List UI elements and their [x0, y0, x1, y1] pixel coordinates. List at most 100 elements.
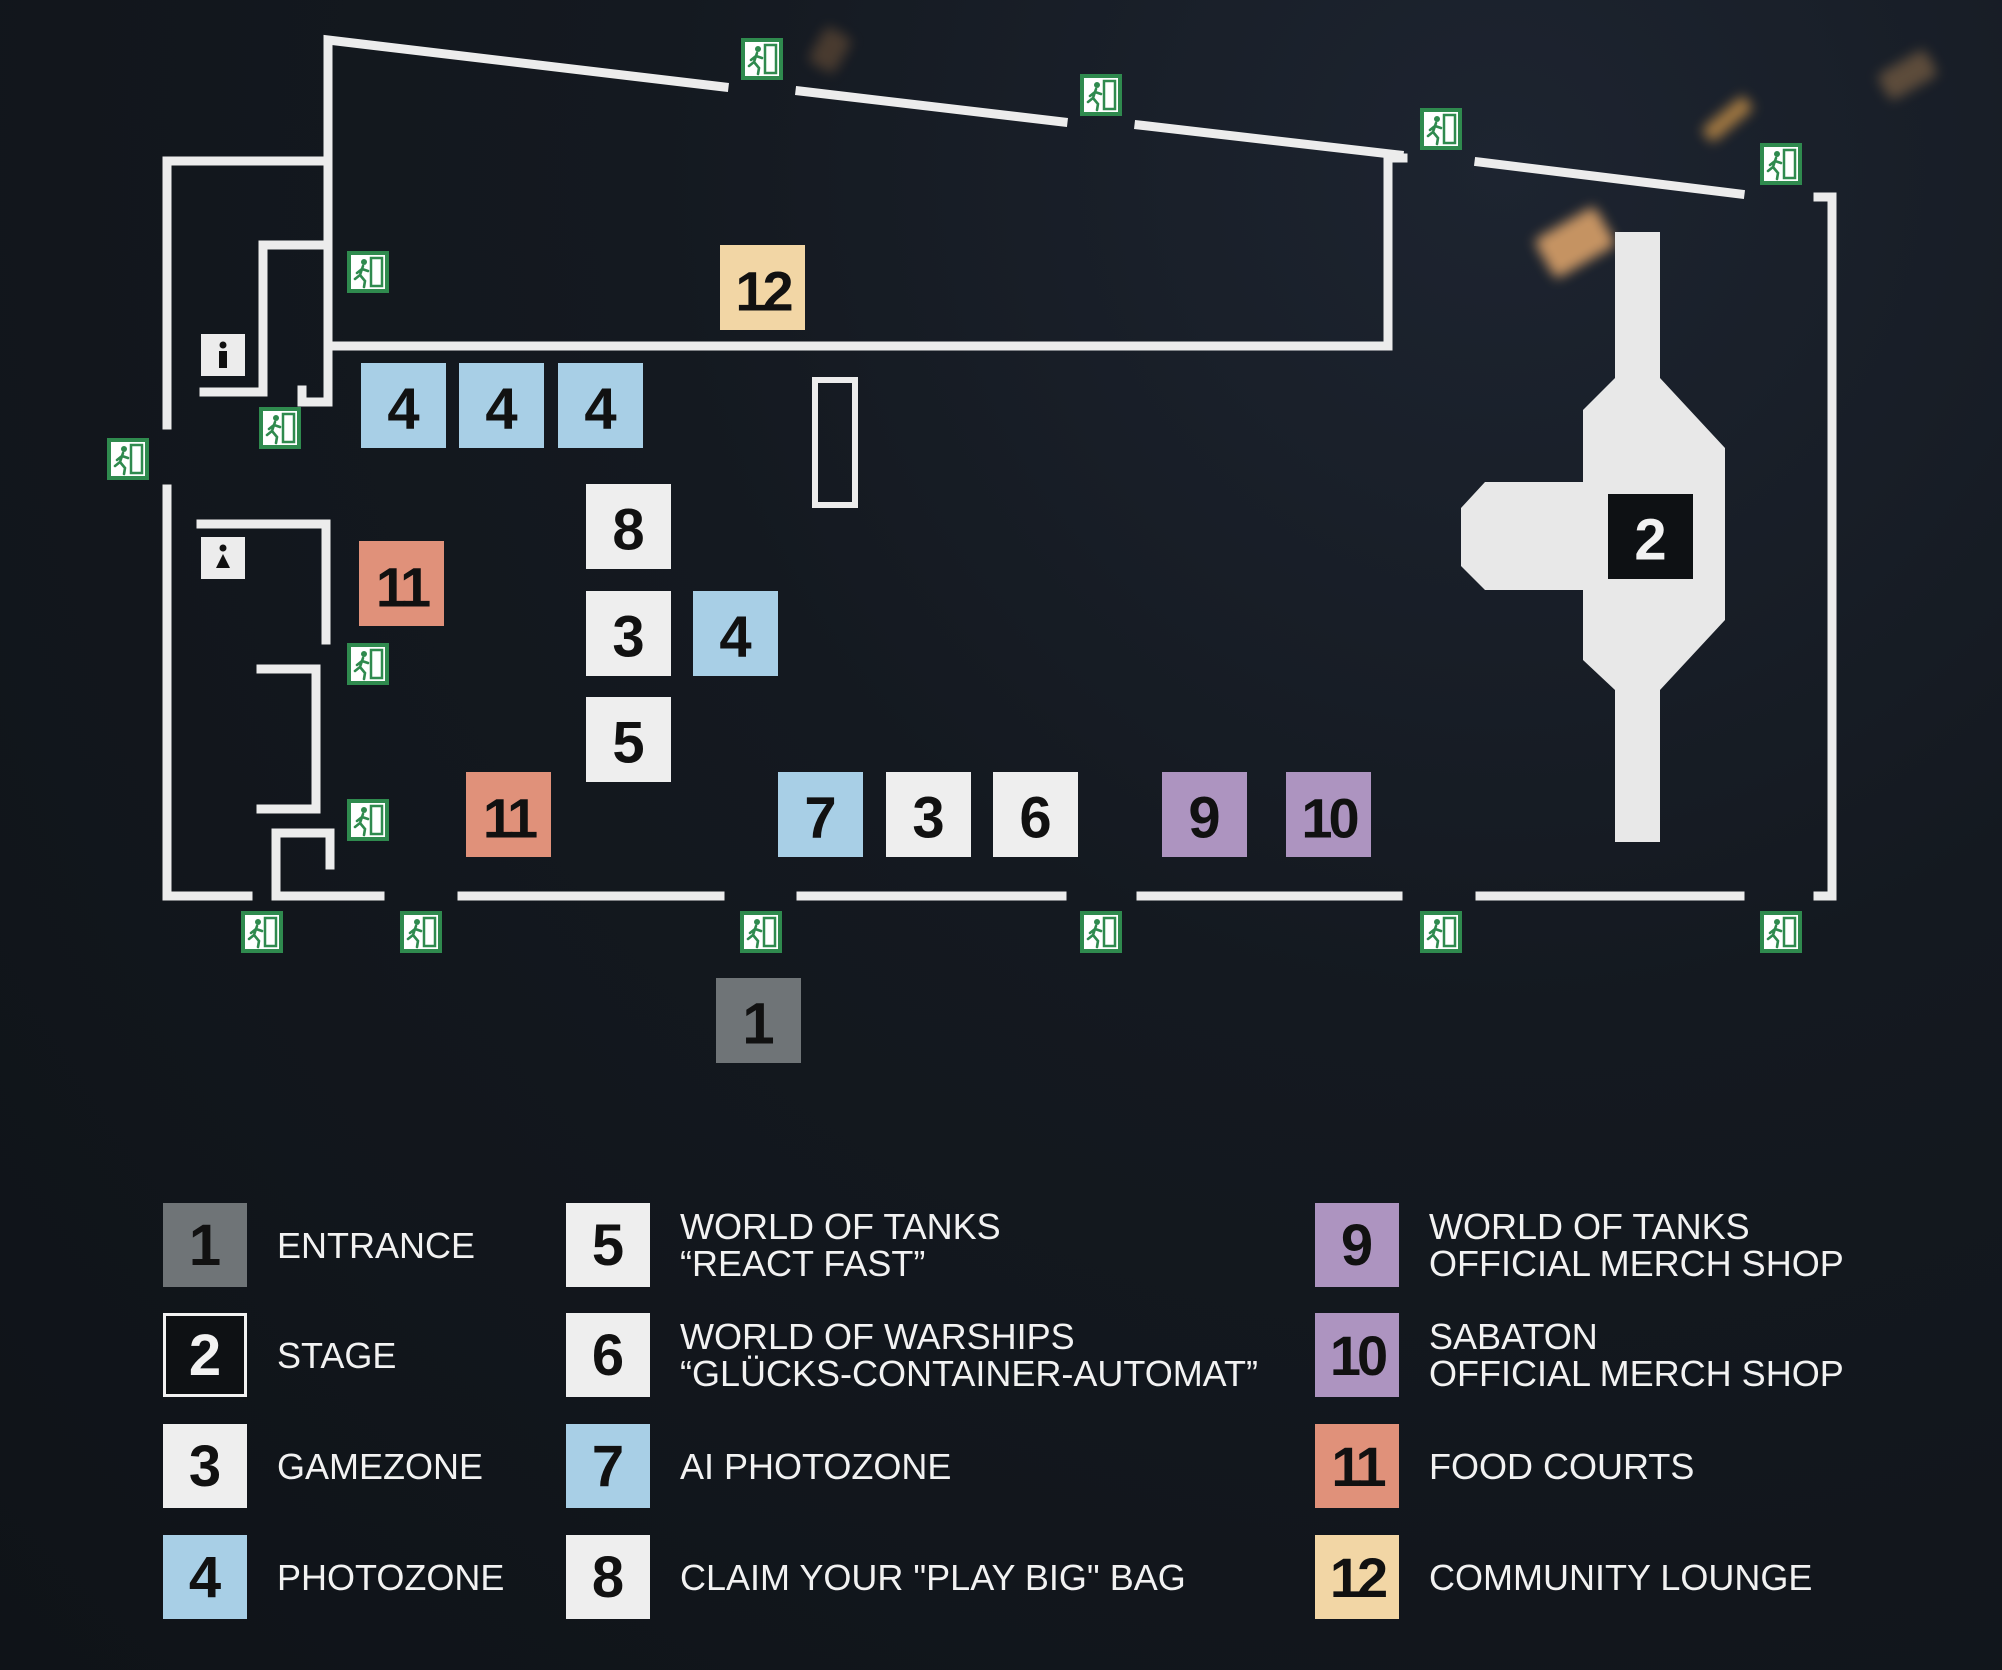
zone-11: 11 [466, 772, 551, 857]
zone-box [459, 363, 544, 448]
legend-label-line: SABATON [1429, 1316, 1598, 1357]
emergency-exit-icon [107, 438, 149, 480]
emergency-exit-icon [740, 911, 782, 953]
emergency-exit-icon [259, 407, 301, 449]
legend-label-line: WORLD OF TANKS [680, 1206, 1001, 1247]
legend-badge: 5 [566, 1203, 650, 1287]
zone-number: 4 [719, 605, 751, 670]
restroom-lower [201, 537, 245, 579]
zone-number: 11 [376, 556, 430, 619]
zone-box [359, 541, 444, 626]
emergency-exit-icon [741, 38, 783, 80]
legend-item-5: 5 WORLD OF TANKS“REACT FAST” [566, 1203, 1001, 1287]
zone-number: 5 [612, 711, 644, 776]
zone-box [586, 697, 671, 782]
legend-label-line: FOOD COURTS [1429, 1445, 1695, 1487]
zone-box [586, 484, 671, 569]
legend-badge: 9 [1315, 1203, 1399, 1287]
emergency-exit-icon [1080, 74, 1122, 116]
legend-label-line: CLAIM YOUR "PLAY BIG" BAG [680, 1556, 1186, 1598]
zone-number: 9 [1188, 786, 1220, 851]
emergency-exit-icon [347, 799, 389, 841]
legend-label: CLAIM YOUR "PLAY BIG" BAG [680, 1559, 1186, 1596]
legend-badge: 1 [163, 1203, 247, 1287]
legend-label-line: WORLD OF WARSHIPS [680, 1316, 1075, 1357]
zone-number: 2 [1634, 508, 1666, 573]
legend-badge: 11 [1315, 1424, 1399, 1508]
legend-label-line: “REACT FAST” [680, 1243, 926, 1284]
legend-label-line: AI PHOTOZONE [680, 1445, 952, 1487]
zone-number: 6 [1019, 786, 1051, 851]
zone-box [716, 978, 801, 1063]
legend-label-line: “GLÜCKS-CONTAINER-AUTOMAT” [680, 1353, 1259, 1394]
legend-badge: 12 [1315, 1535, 1399, 1619]
zone-number: 1 [742, 992, 774, 1057]
emergency-exit-icon [400, 911, 442, 953]
zone-4: 4 [693, 591, 778, 676]
legend-badge: 2 [163, 1313, 247, 1397]
zone-number: 4 [584, 377, 616, 442]
legend-label: GAMEZONE [277, 1448, 483, 1485]
legend-badge: 10 [1315, 1313, 1399, 1397]
legend-label-line: PHOTOZONE [277, 1556, 505, 1598]
zone-number: 3 [612, 605, 644, 670]
zone-box [886, 772, 971, 857]
legend-label: COMMUNITY LOUNGE [1429, 1559, 1812, 1596]
zone-5: 5 [586, 697, 671, 782]
legend-label: ENTRANCE [277, 1227, 475, 1264]
zone-number: 11 [483, 787, 537, 850]
zone-box [993, 772, 1078, 857]
zone-box [778, 772, 863, 857]
legend-badge: 8 [566, 1535, 650, 1619]
zone-box [720, 245, 805, 330]
stage-shape [1461, 232, 1725, 842]
zone-box [586, 591, 671, 676]
zone-3: 3 [886, 772, 971, 857]
walls [162, 34, 1837, 901]
legend-label-line: ENTRANCE [277, 1224, 476, 1266]
legend-badge: 4 [163, 1535, 247, 1619]
zone-number: 10 [1301, 787, 1357, 850]
legend-label: WORLD OF WARSHIPS“GLÜCKS-CONTAINER-AUTOM… [680, 1318, 1258, 1392]
legend-item-4: 4 PHOTOZONE [163, 1535, 504, 1619]
zone-number: 4 [485, 377, 517, 442]
legend-label-line: STAGE [277, 1334, 397, 1376]
zone-11: 11 [359, 541, 444, 626]
zone-number: 8 [612, 498, 644, 563]
legend-label-line: OFFICIAL MERCH SHOP [1429, 1243, 1844, 1284]
legend-item-2: 2 STAGE [163, 1313, 396, 1397]
legend-label: AI PHOTOZONE [680, 1448, 951, 1485]
zone-number: 4 [387, 377, 419, 442]
zone-4: 4 [558, 363, 643, 448]
zone-9: 9 [1162, 772, 1247, 857]
emergency-exit-icon [347, 643, 389, 685]
emergency-exit-icon [1760, 143, 1802, 185]
zone-12: 12 [720, 245, 805, 330]
zone-box [1162, 772, 1247, 857]
zone-box [1608, 494, 1693, 579]
zone-number: 3 [912, 786, 944, 851]
legend-label: PHOTOZONE [277, 1559, 504, 1596]
legend-label: FOOD COURTS [1429, 1448, 1694, 1485]
legend-label: STAGE [277, 1337, 396, 1374]
emergency-exit-icon [347, 251, 389, 293]
legend-label: WORLD OF TANKS“REACT FAST” [680, 1208, 1001, 1282]
emergency-exits [107, 38, 1802, 953]
zone-7: 7 [778, 772, 863, 857]
zone-4: 4 [361, 363, 446, 448]
emergency-exit-icon [1420, 108, 1462, 150]
emergency-exit-icon [241, 911, 283, 953]
emergency-exit-icon [1080, 911, 1122, 953]
legend-badge: 7 [566, 1424, 650, 1508]
zone-box [558, 363, 643, 448]
zone-box [361, 363, 446, 448]
emergency-exit-icon [1420, 911, 1462, 953]
zone-box [466, 772, 551, 857]
